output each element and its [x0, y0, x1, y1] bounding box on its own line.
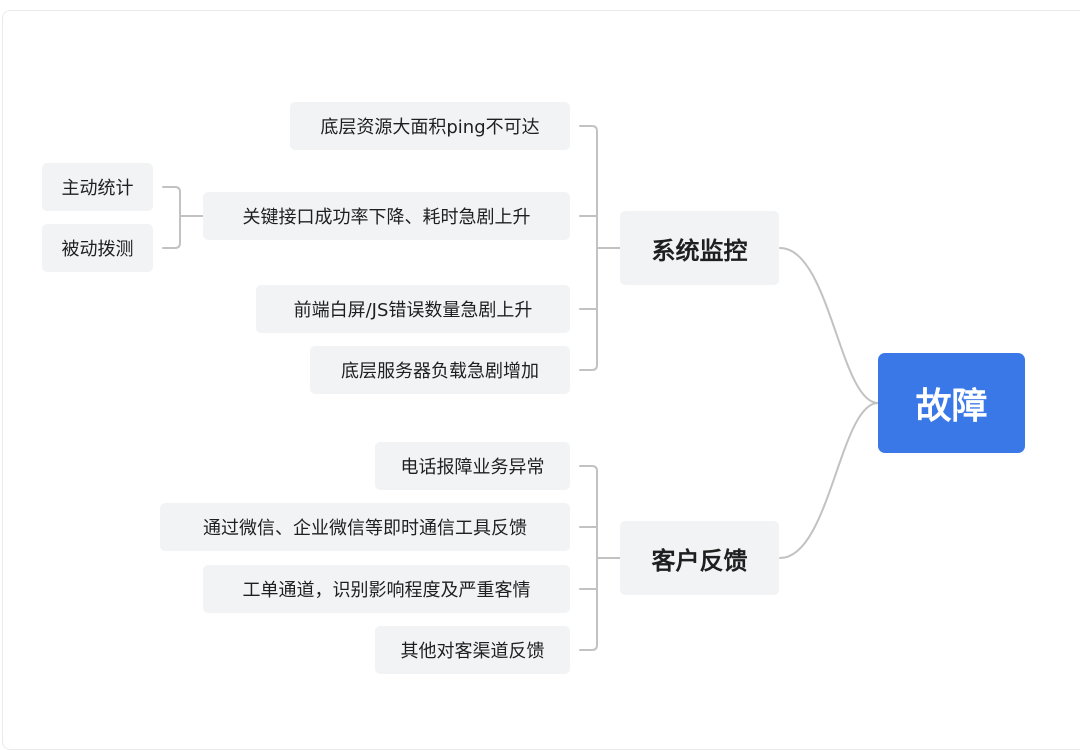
- item-ticket-channel[interactable]: 工单通道，识别影响程度及严重客情: [203, 565, 570, 613]
- item-interface-success-rate[interactable]: 关键接口成功率下降、耗时急剧上升: [203, 192, 570, 240]
- item-label: 通过微信、企业微信等即时通信工具反馈: [203, 518, 527, 539]
- item-label: 被动拨测: [61, 239, 134, 260]
- connector-root-to-feedback: [779, 402, 879, 559]
- item-label: 前端白屏/JS错误数量急剧上升: [293, 300, 533, 321]
- branch-label: 客户反馈: [651, 546, 748, 575]
- item-label: 主动统计: [61, 178, 134, 199]
- item-passive-probing[interactable]: 被动拨测: [42, 224, 153, 272]
- branch-system-monitoring[interactable]: 系统监控: [620, 211, 779, 285]
- item-ping-unreachable[interactable]: 底层资源大面积ping不可达: [290, 102, 570, 150]
- item-server-load[interactable]: 底层服务器负载急剧增加: [310, 346, 570, 394]
- root-label: 故障: [915, 386, 988, 427]
- connector-interface-bracket: [162, 186, 204, 249]
- connector-root-to-monitoring: [779, 247, 879, 404]
- connector-lines: [162, 125, 879, 651]
- item-label: 底层资源大面积ping不可达: [320, 117, 540, 138]
- branch-customer-feedback[interactable]: 客户反馈: [620, 521, 779, 595]
- item-active-stats[interactable]: 主动统计: [42, 163, 153, 211]
- branch-label: 系统监控: [651, 236, 748, 265]
- item-label: 其他对客渠道反馈: [400, 641, 545, 662]
- connector-monitoring-bracket: [579, 125, 621, 371]
- item-other-channels[interactable]: 其他对客渠道反馈: [375, 626, 570, 674]
- item-label: 底层服务器负载急剧增加: [341, 361, 539, 382]
- connector-feedback-bracket: [579, 465, 621, 651]
- item-phone-report[interactable]: 电话报障业务异常: [375, 442, 570, 490]
- root-node[interactable]: 故障: [878, 353, 1025, 453]
- item-frontend-js-errors[interactable]: 前端白屏/JS错误数量急剧上升: [256, 285, 570, 333]
- item-label: 关键接口成功率下降、耗时急剧上升: [242, 207, 531, 228]
- item-im-feedback[interactable]: 通过微信、企业微信等即时通信工具反馈: [160, 503, 570, 551]
- item-label: 电话报障业务异常: [400, 457, 545, 478]
- item-label: 工单通道，识别影响程度及严重客情: [242, 580, 531, 601]
